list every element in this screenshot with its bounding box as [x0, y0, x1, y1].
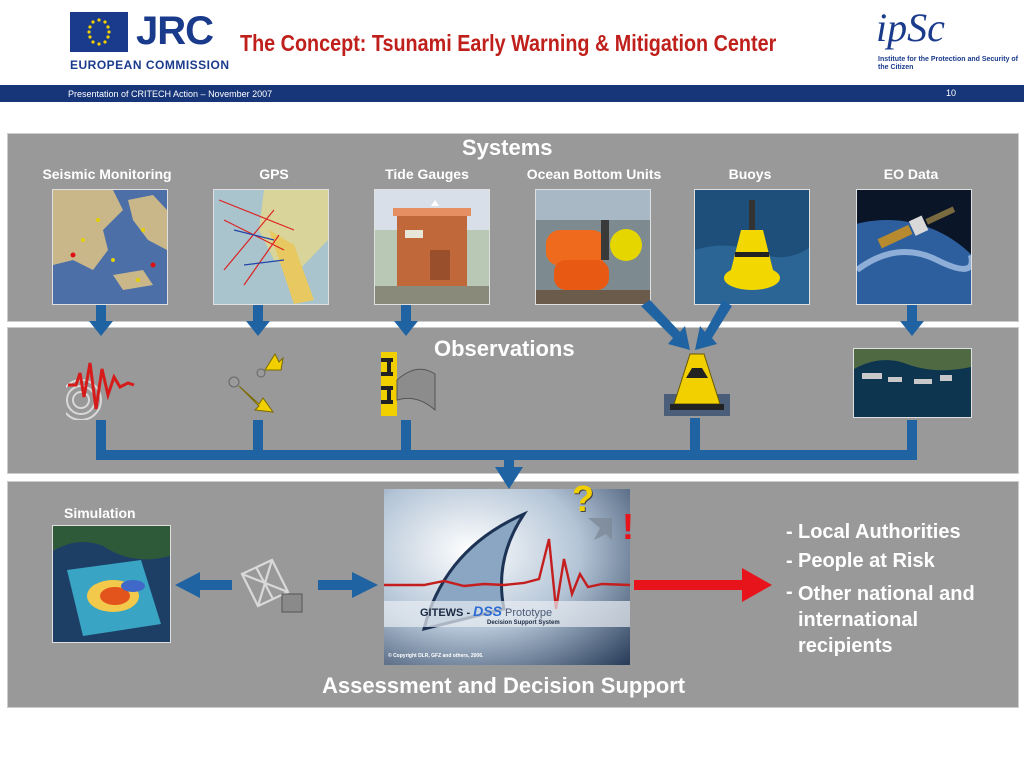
dss-screen: GITEWS - DSS Prototype Decision Support … [384, 489, 630, 665]
page-title: The Concept: Tsunami Early Warning & Mit… [240, 30, 777, 56]
footer-bar [0, 85, 1024, 102]
simulation-image [52, 525, 171, 643]
dss-brand: GITEWS - [420, 607, 474, 619]
recipients-list: - Local Authorities - People at Risk - O… [786, 521, 1010, 659]
recipient-text: Other national and international recipie… [798, 583, 975, 657]
presentation-label: Presentation of CRITECH Action – Novembe… [68, 89, 273, 99]
gps-shift-icon [228, 352, 284, 413]
recipient-item: - Local Authorities [786, 521, 1010, 544]
eu-flag-icon [70, 12, 128, 52]
satellite-image [856, 189, 972, 305]
bullet-dash: - [786, 521, 793, 543]
buoy-icon [664, 353, 730, 416]
label-buoys: Buoys [728, 166, 772, 182]
systems-panel [7, 133, 1019, 322]
dss-title: GITEWS - DSS Prototype [420, 603, 552, 619]
label-ocean-bottom-units: Ocean Bottom Units [526, 166, 662, 182]
ipsc-logo: ipSc [876, 5, 945, 50]
ocean-bottom-unit-photo [535, 189, 651, 305]
label-gps: GPS [259, 166, 289, 182]
antenna-tower-icon [240, 558, 303, 613]
buoy-photo [694, 189, 810, 305]
label-seismic-monitoring: Seismic Monitoring [42, 166, 172, 182]
dss-suffix: Prototype [501, 607, 553, 619]
dss-wave-graphic [384, 489, 630, 665]
seismograph-icon [66, 362, 135, 420]
label-eo-data: EO Data [883, 166, 939, 182]
label-tide-gauges: Tide Gauges [385, 166, 469, 182]
simulation-label: Simulation [64, 505, 136, 521]
alert-icon: ! [622, 506, 634, 547]
dss-copyright: © Copyright DLR, GFZ and others, 2006. [388, 653, 484, 659]
recipient-text: People at Risk [798, 550, 935, 572]
bullet-dash: - [786, 550, 793, 572]
tide-gauge-photo [374, 189, 490, 305]
tide-gauge-icon [381, 352, 436, 416]
pointer-arrow-icon [588, 518, 612, 540]
systems-heading: Systems [462, 135, 553, 160]
dss-product: DSS [473, 603, 502, 619]
ipsc-subtitle: Institute for the Protection and Securit… [878, 56, 1019, 71]
recipient-text: Local Authorities [798, 521, 961, 543]
page-number: 10 [946, 88, 957, 98]
seismic-map-image [52, 189, 168, 305]
gps-map-image [213, 189, 329, 305]
observations-heading: Observations [434, 336, 575, 361]
jrc-logo: JRC [136, 9, 214, 53]
eo-observation-image [853, 348, 972, 418]
dss-subtitle: Decision Support System [487, 620, 560, 626]
recipient-item: - People at Risk [786, 550, 1010, 573]
assessment-heading: Assessment and Decision Support [322, 673, 686, 698]
bullet-dash: - [786, 581, 793, 603]
recipient-item: - Other national and international recip… [786, 581, 1010, 659]
question-mark-icon: ? [572, 478, 594, 519]
european-commission-label: EUROPEAN COMMISSION [70, 58, 230, 72]
